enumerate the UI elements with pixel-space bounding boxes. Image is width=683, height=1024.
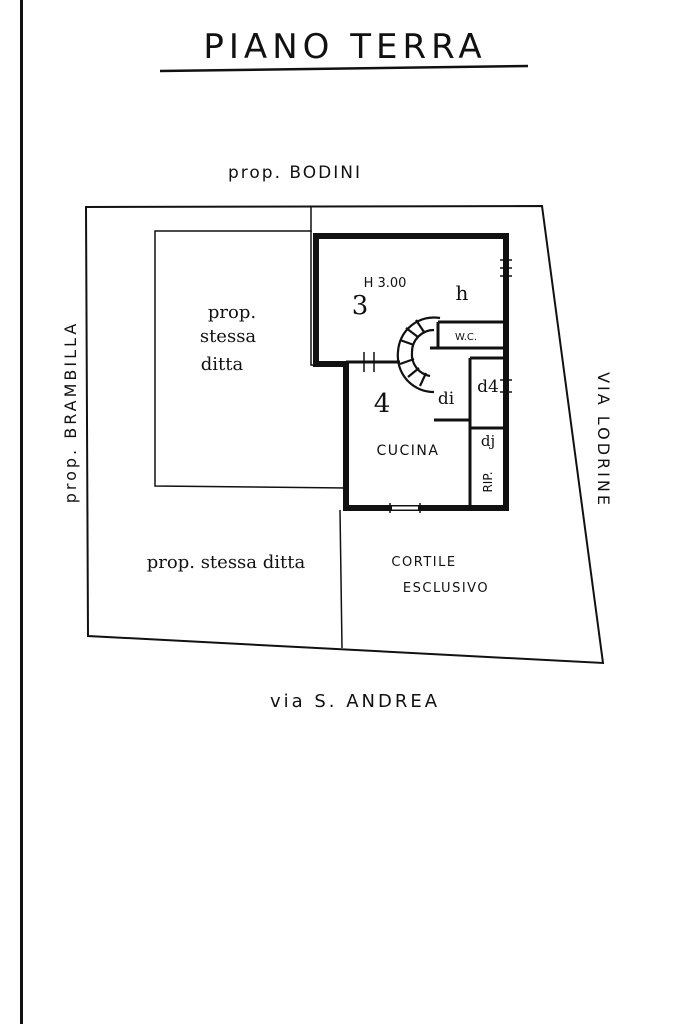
lot-boundary [84,204,605,665]
dj-label: dj [481,432,495,450]
same-owner-top-line3: ditta [201,354,244,375]
neighbor-north-label: prop. BODINI [228,163,362,183]
plan-title: PIANO TERRA [203,27,486,67]
spiral-staircase [396,316,441,394]
courtyard-line1: CORTILE [391,555,456,570]
storage-label: RIP. [481,471,495,492]
windows [363,259,512,513]
interior-walls [346,320,506,508]
room3-number: 3 [352,291,369,321]
same-owner-top-line2: stessa [200,326,257,347]
same-owner-bottom-label: prop. stessa ditta [147,552,306,573]
room3-mark: h [456,281,469,305]
same-owner-top-line1: prop. [208,302,256,323]
division-south [339,509,343,649]
wc-label: W.C. [455,332,477,343]
kitchen-label: CUCINA [377,443,440,459]
title-underline [159,64,529,73]
di-label: di [438,389,455,409]
neighbor-west-label: prop. BRAMBILLA [61,321,80,504]
room3-height: H 3.00 [364,276,407,291]
building-walls [313,233,509,511]
neighbor-south-label: via S. ANDREA [270,691,440,712]
courtyard-line2: ESCLUSIVO [403,581,489,596]
d4-label: d4 [477,377,499,397]
room4-number: 4 [374,389,391,419]
neighbor-east-label: VIA LODRINE [594,372,613,508]
page-border [20,0,23,1024]
